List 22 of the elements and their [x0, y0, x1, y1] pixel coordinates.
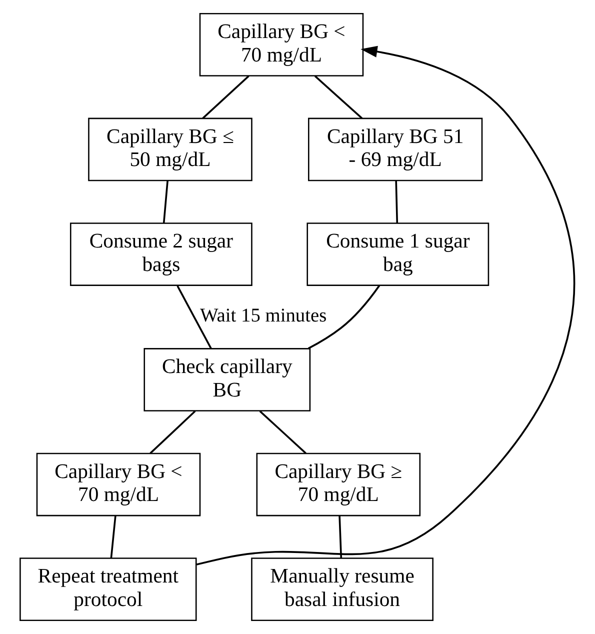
connector [314, 75, 363, 119]
connector [338, 516, 342, 558]
node-box: Capillary BG ≥ 70 mg/dL [256, 452, 421, 516]
node-box: Capillary BG 51 - 69 mg/dL [308, 118, 483, 182]
connector [395, 180, 398, 224]
node-box: Consume 2 sugar bags [70, 222, 252, 286]
connector [150, 410, 196, 454]
connector [176, 286, 212, 349]
node-box: Repeat treatment protocol [20, 558, 197, 621]
node-box: Capillary BG < 70 mg/dL [36, 452, 201, 516]
connector [308, 285, 380, 350]
connector [259, 410, 306, 454]
node-box: Consume 1 sugar bag [306, 222, 490, 286]
node-box: Manually resume basal infusion [251, 558, 434, 621]
arrow [196, 46, 575, 566]
connector [162, 180, 168, 224]
node-box: Capillary BG < 70 mg/dL [199, 13, 364, 76]
connector [110, 516, 116, 558]
node-box: Check capillary BG [144, 348, 311, 412]
connector [202, 75, 250, 119]
edge-label: Wait 15 minutes [200, 306, 327, 327]
node-box: Capillary BG ≤ 50 mg/dL [88, 118, 252, 182]
